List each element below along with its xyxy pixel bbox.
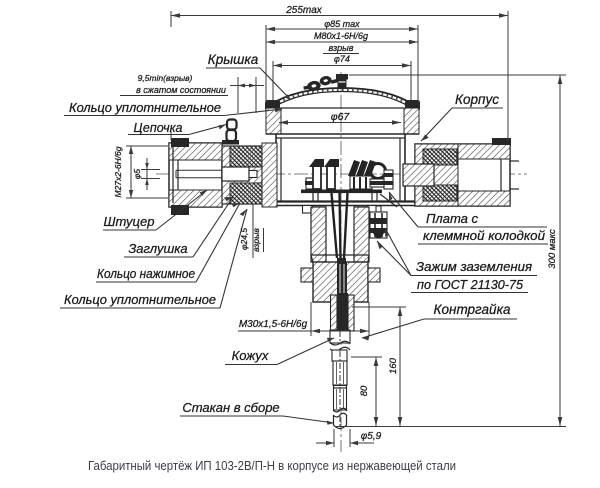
svg-text:Стакан в сборе: Стакан в сборе bbox=[182, 400, 279, 415]
svg-text:Заглушка: Заглушка bbox=[128, 241, 187, 256]
svg-text:Габаритный чертёж ИП 103-2В/П-: Габаритный чертёж ИП 103-2В/П-Н в корпус… bbox=[88, 459, 456, 473]
svg-text:Зажим заземления: Зажим заземления bbox=[416, 259, 532, 274]
svg-text:300 макс: 300 макс bbox=[547, 229, 558, 269]
svg-text:Плата с: Плата с bbox=[426, 211, 479, 226]
svg-text:Цепочка: Цепочка bbox=[134, 121, 183, 135]
svg-text:Кольцо нажимное: Кольцо нажимное bbox=[97, 267, 195, 281]
svg-text:взрыв: взрыв bbox=[328, 43, 353, 53]
svg-text:φ85 max: φ85 max bbox=[324, 19, 360, 29]
svg-text:φ5,9: φ5,9 bbox=[361, 431, 382, 442]
svg-text:Контргайка: Контргайка bbox=[434, 302, 511, 317]
svg-text:φ5: φ5 bbox=[132, 169, 142, 180]
svg-text:в сжатом состоянии: в сжатом состоянии bbox=[136, 85, 226, 95]
svg-text:9,5min(взрыв): 9,5min(взрыв) bbox=[138, 73, 193, 83]
svg-text:Кожух: Кожух bbox=[232, 348, 269, 363]
svg-text:Кольцо уплотнительное: Кольцо уплотнительное bbox=[64, 293, 216, 307]
svg-text:Корпус: Корпус bbox=[455, 92, 499, 107]
svg-text:Кольцо уплотнительное: Кольцо уплотнительное bbox=[69, 101, 221, 115]
svg-text:160: 160 bbox=[388, 357, 399, 374]
svg-text:80: 80 bbox=[359, 385, 370, 396]
svg-text:255max: 255max bbox=[285, 5, 323, 16]
svg-text:по ГОСТ 21130-75: по ГОСТ 21130-75 bbox=[417, 277, 524, 292]
svg-text:клеммной колодкой: клеммной колодкой bbox=[423, 228, 545, 243]
svg-text:M30x1,5-6H/6g: M30x1,5-6H/6g bbox=[239, 319, 308, 330]
svg-text:φ74: φ74 bbox=[334, 54, 350, 64]
svg-text:φ67: φ67 bbox=[331, 111, 351, 123]
svg-text:M27x2-6H/6g: M27x2-6H/6g bbox=[113, 146, 123, 197]
svg-text:φ24,5: φ24,5 bbox=[239, 228, 249, 250]
svg-text:Крышка: Крышка bbox=[208, 52, 259, 67]
svg-text:взрыв: взрыв bbox=[251, 228, 261, 252]
svg-text:Штуцер: Штуцер bbox=[104, 214, 155, 229]
svg-text:M80x1-6H/6g: M80x1-6H/6g bbox=[314, 31, 368, 41]
